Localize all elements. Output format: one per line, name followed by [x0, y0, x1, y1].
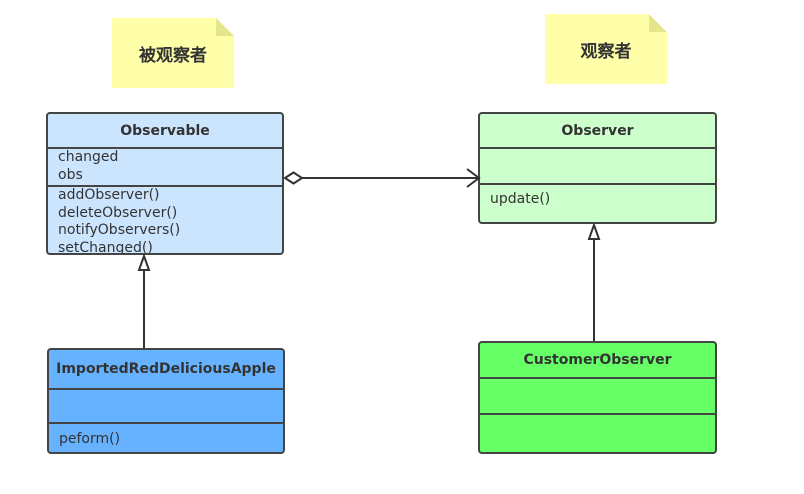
observer-note: 观察者: [545, 14, 667, 84]
note-fold-corner: [649, 14, 667, 32]
class-customer-observer[interactable]: CustomerObserver: [478, 341, 717, 454]
class-customer-observer-name: CustomerObserver: [480, 343, 715, 379]
aggregation-edge: [283, 168, 481, 188]
aggregation-diamond: [283, 171, 304, 185]
method-delete-observer: deleteObserver(): [58, 204, 178, 221]
class-apple-name: ImportedRedDeliciousApple: [49, 350, 283, 390]
method-peform: peform(): [59, 431, 121, 447]
generalization-edge-customer: [587, 222, 601, 341]
class-observable-methods: addObserver() deleteObserver() notifyObs…: [48, 185, 282, 255]
class-observer-name: Observer: [480, 114, 715, 149]
class-observable-name: Observable: [48, 114, 282, 149]
class-observable[interactable]: Observable changed obs addObserver() del…: [46, 112, 284, 255]
generalization-edge-apple: [137, 253, 151, 348]
class-customer-observer-methods: [480, 413, 715, 452]
observed-note-label: 被观察者: [139, 45, 207, 66]
attribute-changed: changed: [58, 149, 119, 165]
class-observer-methods: update(): [480, 183, 715, 222]
observed-note: 被观察者: [112, 18, 234, 88]
inheritance-arrowhead: [137, 253, 151, 271]
method-update: update(): [490, 191, 551, 207]
inheritance-arrowhead: [587, 222, 601, 240]
method-add-observer: addObserver(): [58, 187, 160, 203]
observer-note-label: 观察者: [580, 41, 632, 62]
class-imported-red-delicious-apple[interactable]: ImportedRedDeliciousApple peform(): [47, 348, 285, 454]
attribute-obs: obs: [58, 166, 83, 183]
aggregation-arrowhead: [466, 168, 481, 188]
note-fold-corner: [216, 18, 234, 36]
method-set-changed: setChanged(): [58, 239, 153, 255]
class-apple-methods: peform(): [49, 422, 283, 452]
class-observable-attributes: changed obs: [48, 149, 282, 185]
method-notify-observers: notifyObservers(): [58, 222, 181, 238]
class-observer[interactable]: Observer update(): [478, 112, 717, 224]
